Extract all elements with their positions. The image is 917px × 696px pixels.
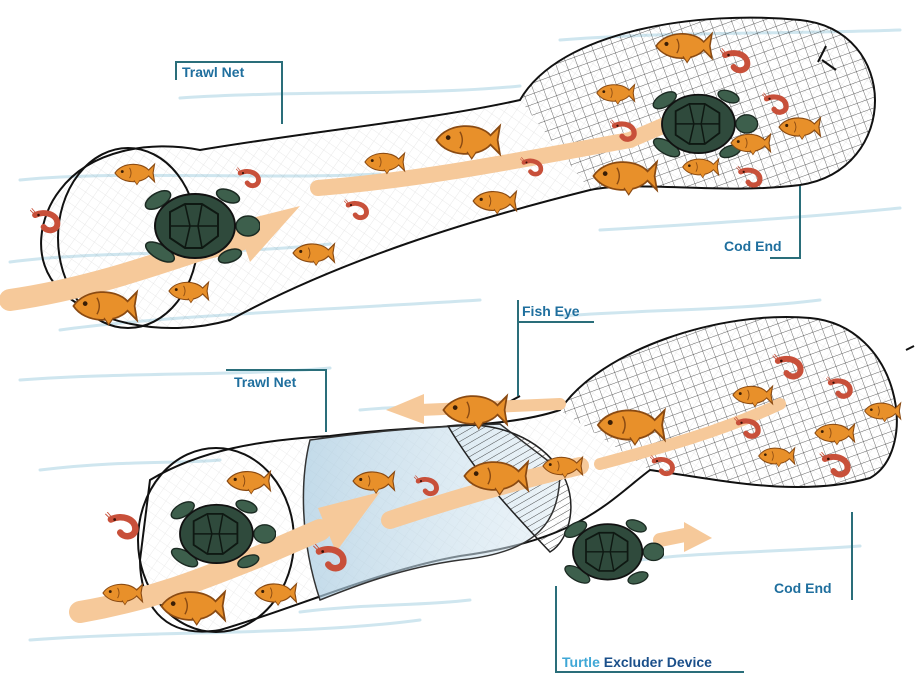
flow-arrowhead bbox=[684, 522, 712, 552]
current-line bbox=[180, 86, 520, 98]
current-line bbox=[560, 300, 820, 316]
cod-end-label-bottom: Cod End bbox=[774, 580, 832, 596]
shrimp-icon bbox=[105, 512, 135, 536]
turtle-icon bbox=[562, 517, 664, 586]
current-line bbox=[300, 600, 470, 612]
current-line bbox=[600, 208, 900, 230]
cod-end-label-top: Cod End bbox=[724, 238, 782, 254]
current-line bbox=[640, 546, 860, 560]
fish-eye-label: Fish Eye bbox=[522, 303, 580, 319]
trawl-net-label-top: Trawl Net bbox=[182, 64, 244, 80]
ted-label-turtle: Turtle bbox=[562, 654, 600, 670]
net-tie bbox=[906, 346, 914, 350]
top-trawl-net bbox=[10, 18, 875, 328]
escape-arrowhead bbox=[386, 394, 424, 424]
ted-label: Turtle Excluder Device bbox=[562, 654, 712, 670]
trawl-net-label-bottom: Trawl Net bbox=[234, 374, 296, 390]
ted-label-excluder-device: Excluder Device bbox=[604, 654, 712, 670]
